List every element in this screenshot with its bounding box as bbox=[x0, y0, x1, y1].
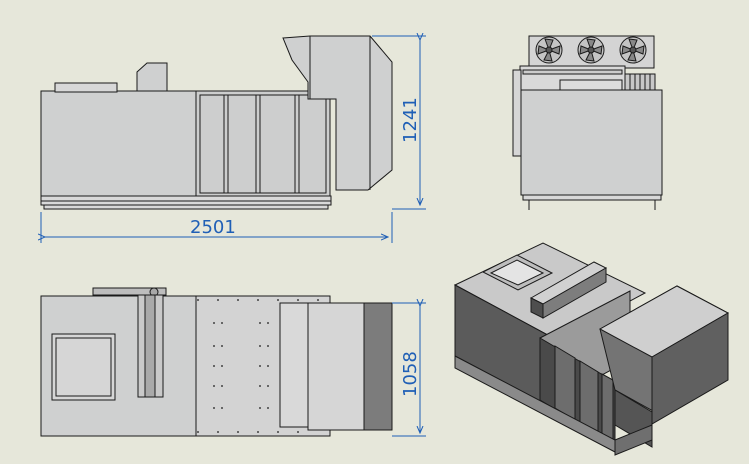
fan-icon bbox=[577, 36, 605, 64]
top-hood-flange bbox=[279, 302, 309, 428]
top-view bbox=[40, 287, 393, 437]
top-hood-face bbox=[363, 302, 393, 431]
front-base-rail bbox=[40, 195, 332, 202]
side-body bbox=[520, 89, 663, 196]
top-hood bbox=[307, 302, 365, 431]
front-view bbox=[40, 35, 393, 210]
fan-icon bbox=[619, 36, 647, 64]
top-duct-opening bbox=[51, 333, 116, 401]
top-dimensions bbox=[392, 303, 426, 437]
top-bolt-pattern bbox=[197, 299, 319, 433]
width-dimension: 1058 bbox=[400, 351, 421, 397]
front-coil-module bbox=[195, 90, 331, 198]
length-dimension: 2501 bbox=[190, 217, 236, 238]
front-top-box bbox=[136, 62, 168, 92]
fan-icon bbox=[535, 36, 563, 64]
front-housing bbox=[40, 90, 197, 197]
side-view bbox=[512, 35, 663, 210]
isometric-view bbox=[453, 242, 730, 456]
front-dimensions bbox=[41, 36, 426, 243]
height-dimension: 1241 bbox=[400, 97, 421, 143]
front-top-opening bbox=[54, 82, 118, 93]
